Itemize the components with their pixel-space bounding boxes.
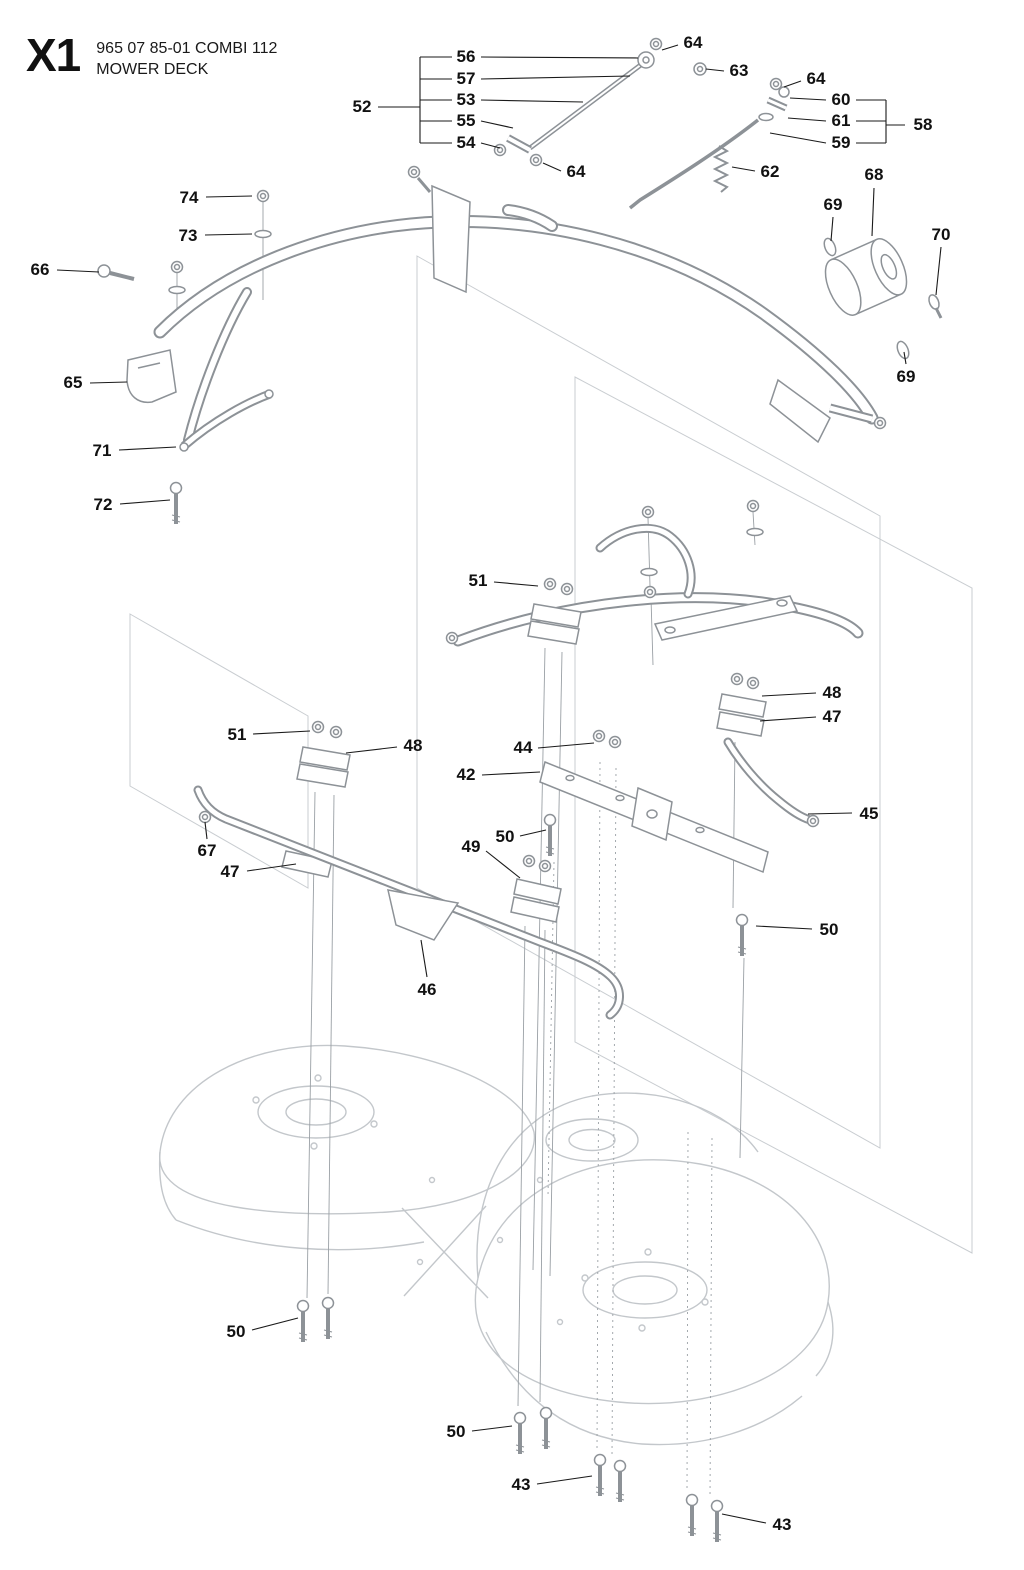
- callout-42: 42: [456, 765, 476, 784]
- callout-74: 74: [179, 188, 199, 207]
- top-linkage: [493, 37, 790, 210]
- callout-50: 50: [819, 920, 839, 939]
- callout-69: 69: [896, 367, 916, 386]
- callout-48: 48: [822, 683, 842, 702]
- callout-67: 67: [197, 841, 217, 860]
- callout-64: 64: [683, 33, 703, 52]
- callout-50: 50: [226, 1322, 246, 1341]
- callout-72: 72: [93, 495, 113, 514]
- callout-54: 54: [456, 133, 476, 152]
- rear-lift-assembly: [445, 499, 864, 647]
- hardware-upper-left: [97, 165, 471, 526]
- callout-59: 59: [831, 133, 851, 152]
- washer-69-top: [823, 237, 837, 257]
- bracket-51-top: [527, 577, 582, 645]
- callout-44: 44: [513, 738, 533, 757]
- skid-46: [387, 889, 460, 941]
- callout-60: 60: [831, 90, 851, 109]
- part-number: 965 07 85-01 COMBI 112: [96, 40, 278, 57]
- callout-50: 50: [446, 1422, 466, 1441]
- bracket-51-left: [296, 720, 351, 788]
- title-block: X1 965 07 85-01 COMBI 112 MOWER DECK: [26, 29, 278, 81]
- callout-51: 51: [227, 725, 247, 744]
- callout-43: 43: [511, 1475, 531, 1494]
- washer-69-bottom: [896, 340, 910, 360]
- reference-panels: [129, 255, 973, 1254]
- callout-52: 52: [352, 97, 372, 116]
- mounting-bolts: [295, 812, 750, 1544]
- bolt-66: [97, 264, 135, 281]
- callout-64: 64: [566, 162, 586, 181]
- callout-43: 43: [772, 1515, 792, 1534]
- callout-57: 57: [456, 69, 476, 88]
- frame-right-end: [769, 378, 887, 444]
- callout-73: 73: [178, 226, 198, 245]
- callout-45: 45: [859, 804, 879, 823]
- callout-47: 47: [220, 862, 240, 881]
- mower-deck: [158, 1044, 834, 1446]
- clamp-49: [510, 854, 562, 923]
- callout-58: 58: [913, 115, 933, 134]
- callout-51: 51: [468, 571, 488, 590]
- diagram-name: MOWER DECK: [96, 60, 209, 78]
- front-rod-67: [193, 785, 624, 1020]
- callout-71: 71: [92, 441, 112, 460]
- callout-49: 49: [461, 837, 481, 856]
- callout-50: 50: [495, 827, 515, 846]
- lift-frame-tube: [153, 204, 879, 445]
- callout-65: 65: [63, 373, 83, 392]
- callout-66: 66: [30, 260, 50, 279]
- alignment-lines: [176, 202, 756, 1499]
- callout-48: 48: [403, 736, 423, 755]
- callout-62: 62: [760, 162, 780, 181]
- bolt-72: [168, 480, 184, 526]
- callout-53: 53: [456, 90, 476, 109]
- callout-56: 56: [456, 47, 476, 66]
- callout-63: 63: [729, 61, 749, 80]
- figure-code: X1: [26, 29, 81, 81]
- support-bar-42: [539, 729, 769, 874]
- leader-lines: [56, 44, 942, 1524]
- bracket-65: [126, 349, 177, 404]
- spring-62: [712, 145, 730, 193]
- strap-71: [179, 389, 274, 452]
- callout-64: 64: [806, 69, 826, 88]
- rod-45: [723, 737, 820, 828]
- callout-70: 70: [931, 225, 951, 244]
- clamp-48-47-right: [716, 672, 767, 737]
- callout-61: 61: [831, 111, 851, 130]
- callout-68: 68: [864, 165, 884, 184]
- callout-46: 46: [417, 980, 437, 999]
- callout-55: 55: [456, 111, 476, 130]
- callout-69: 69: [823, 195, 843, 214]
- roller-68: [823, 237, 943, 360]
- callout-47: 47: [822, 707, 842, 726]
- bolt-70: [928, 294, 943, 319]
